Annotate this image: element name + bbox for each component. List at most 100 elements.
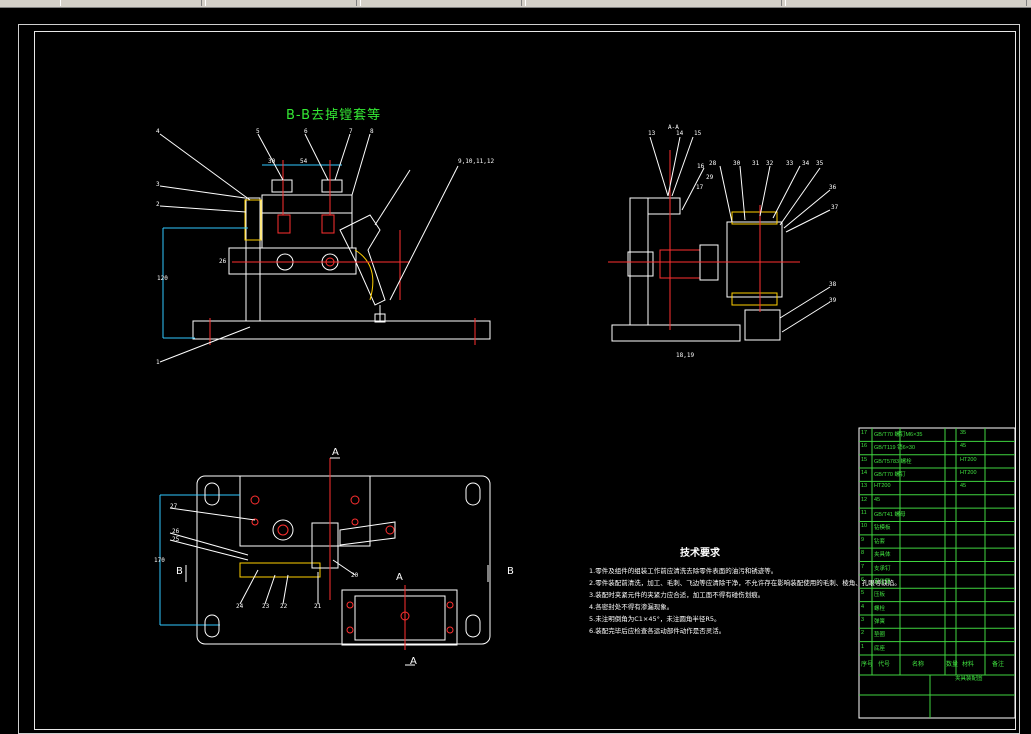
toolbar-cell[interactable] — [525, 0, 782, 6]
tb-row-text: 螺栓 — [874, 605, 886, 612]
part-number: 23 — [262, 603, 270, 610]
part-number: 28 — [709, 160, 717, 167]
tb-row-number: 1 — [861, 643, 865, 650]
part-number: 27 — [170, 503, 178, 510]
toolbar-cell[interactable] — [360, 0, 522, 6]
section-aa-label: A-A — [668, 124, 679, 131]
part-number: 31 — [752, 160, 760, 167]
tb-row-text: 弹簧 — [874, 618, 886, 625]
tb-row-text: 钻模板 — [874, 525, 891, 532]
part-number: 9,10,11,12 — [458, 158, 495, 165]
tb-row-number: 10 — [861, 523, 868, 530]
tb-row-material: HT200 — [960, 456, 977, 463]
tb-row-number: 6 — [861, 576, 865, 583]
part-number: 22 — [280, 603, 288, 610]
dimension-text: 54 — [300, 158, 308, 165]
part-number: 1 — [156, 359, 160, 366]
part-number: 18,19 — [676, 352, 695, 359]
tb-row-text: GB/T5783 螺栓 — [874, 458, 912, 465]
tb-header-qty: 数量 — [946, 662, 959, 668]
tb-row-material: 45 — [960, 483, 967, 490]
tb-row-text: 钻套 — [874, 538, 886, 545]
tb-row-text: 定位销 — [874, 578, 891, 585]
tb-row-text: 底座 — [874, 645, 886, 652]
tb-row-number: 13 — [861, 483, 868, 490]
tb-row-number: 5 — [861, 590, 865, 597]
tb-row-text: 45 — [874, 496, 881, 503]
tb-header-name: 名称 — [912, 662, 925, 668]
tb-row-material: 35 — [960, 430, 967, 436]
tech-note: 4.各密封处不得有渗漏现象。 — [589, 603, 674, 611]
tb-row-text: HT200 — [874, 483, 891, 490]
tech-note: 1.零件及组件的组装工作前应清洗去除零件表面的油污和锈迹等。 — [589, 567, 778, 575]
tb-row-number: 9 — [861, 536, 865, 543]
tb-row-number: 16 — [861, 443, 868, 450]
part-number: 30 — [733, 160, 741, 167]
sheet-label: 夹具装配图 — [955, 676, 983, 682]
toolbar-cell[interactable] — [785, 0, 1027, 6]
window-toolbar-strip — [0, 0, 1031, 8]
part-number: 35 — [816, 160, 824, 167]
tb-row-text: 垫圈 — [874, 632, 886, 639]
part-number: 4 — [156, 128, 160, 135]
tb-header-material: 材料 — [962, 662, 975, 668]
tb-row-text: GB/T70 螺钉 — [874, 472, 906, 479]
tb-row-number: 17 — [861, 430, 868, 436]
tb-row-material: HT200 — [960, 470, 977, 477]
dimension-text: 30 — [268, 158, 276, 165]
tech-requirements-title: 技术要求 — [680, 548, 720, 559]
tech-note: 2.零件装配前清洗，加工、毛刺、飞边等应清除干净，不允许存在影响装配使用的毛刺、… — [589, 579, 901, 587]
tb-row-number: 11 — [861, 510, 867, 517]
tb-row-number: 3 — [861, 616, 865, 623]
tb-row-text: GB/T41 螺母 — [874, 512, 906, 519]
title-block-grid — [858, 427, 1016, 719]
part-number: 17 — [696, 184, 704, 191]
part-number: 38 — [829, 281, 837, 288]
part-number: 26 — [172, 528, 180, 535]
tb-row-material: 45 — [960, 443, 967, 450]
section-title: B-B去掉镗套等 — [286, 108, 382, 123]
part-number: 37 — [831, 204, 839, 211]
toolbar-cell[interactable] — [60, 0, 202, 6]
tb-row-text: GB/T119 销6×30 — [874, 445, 916, 452]
tb-row-number: 8 — [861, 550, 865, 557]
part-number: 2 — [156, 201, 160, 208]
part-number: 16 — [697, 163, 705, 170]
view-label-a-top: A — [332, 447, 339, 458]
part-number: 39 — [829, 297, 837, 304]
dimension-text: 26 — [219, 258, 227, 265]
toolbar-cell[interactable] — [205, 0, 357, 6]
tb-header-seq: 序号 — [861, 662, 874, 668]
view-label-a-center: A — [396, 572, 403, 583]
part-number: 34 — [802, 160, 810, 167]
dimension-text: 170 — [154, 557, 165, 564]
tb-row-number: 12 — [861, 496, 868, 503]
side-view — [608, 136, 831, 342]
tb-row-number: 4 — [861, 603, 865, 610]
part-number: 21 — [314, 603, 322, 610]
tech-note: 6.装配完毕后应检查各运动部件动作是否灵活。 — [589, 627, 726, 635]
tb-row-number: 7 — [861, 563, 865, 570]
tb-row-number: 2 — [861, 630, 865, 637]
tech-notes-list: 1.零件及组件的组装工作前应清洗去除零件表面的油污和锈迹等。 2.零件装配前清洗… — [589, 565, 901, 637]
drawing-border-inner — [34, 31, 1016, 730]
front-view — [159, 133, 491, 363]
part-number: 15 — [694, 130, 702, 137]
part-number: 6 — [304, 128, 308, 135]
tb-header-remark: 备注 — [992, 662, 1005, 668]
part-number: 3 — [156, 181, 160, 188]
part-number: 8 — [370, 128, 374, 135]
tech-note: 5.未注明倒角为C1×45°，未注圆角半径R5。 — [589, 615, 721, 623]
title-block-rows — [859, 440, 1015, 656]
part-number: 14 — [676, 130, 684, 137]
tb-header-code: 代号 — [878, 662, 891, 668]
part-number: 32 — [766, 160, 774, 167]
part-number: 5 — [256, 128, 260, 135]
tb-row-text: GB/T70 螺钉M6×35 — [874, 432, 923, 438]
dimension-text: 120 — [157, 275, 168, 282]
view-label-a-bottom: A — [410, 656, 417, 667]
view-label-b-right: B — [507, 566, 514, 577]
part-number: 7 — [349, 128, 353, 135]
part-number: 20 — [351, 572, 359, 579]
